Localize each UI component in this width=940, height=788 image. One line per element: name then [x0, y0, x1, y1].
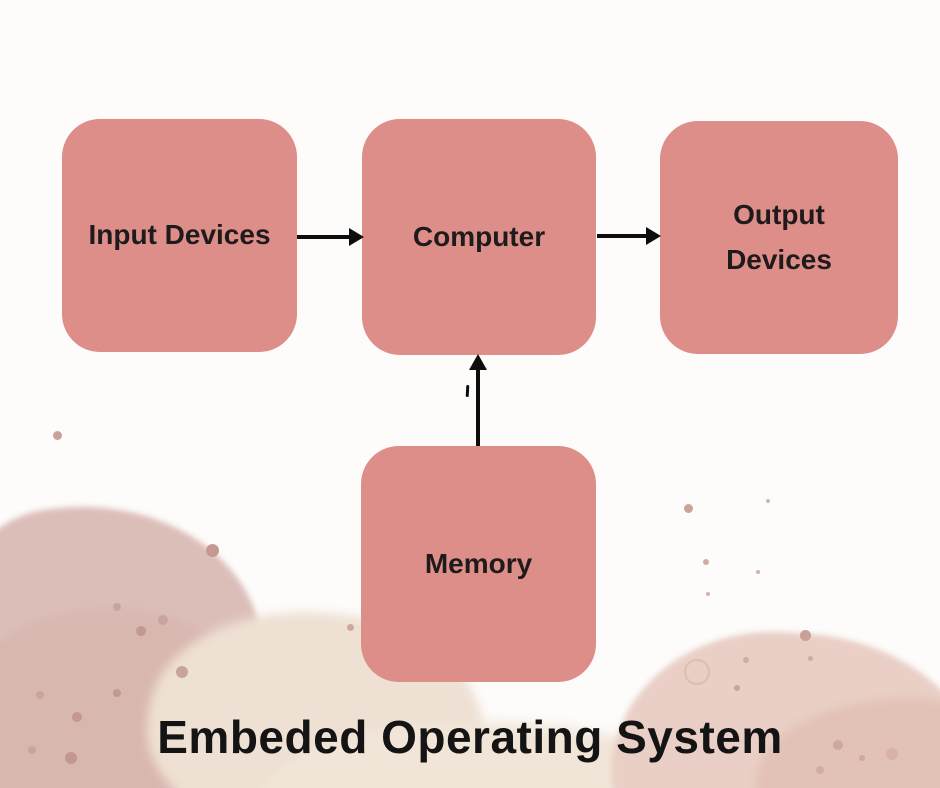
node-memory: Memory — [361, 446, 596, 682]
paint-speck — [53, 431, 62, 440]
paint-speck — [743, 657, 749, 663]
arrow-shaft — [297, 235, 349, 239]
arrowhead-right-icon — [349, 228, 364, 246]
paint-speck — [706, 592, 710, 596]
paint-speck — [136, 626, 146, 636]
paint-ring — [684, 659, 710, 685]
diagram-title: Embeded Operating System — [157, 711, 783, 763]
paint-speck — [703, 559, 709, 565]
paint-speck — [734, 685, 740, 691]
stray-tick-mark — [465, 384, 470, 398]
paint-speck — [816, 766, 824, 774]
paint-speck — [113, 603, 121, 611]
paint-speck — [347, 624, 354, 631]
paint-speck — [158, 615, 168, 625]
node-input-devices: Input Devices — [62, 119, 297, 352]
node-output-devices: Output Devices — [660, 121, 898, 354]
paint-speck — [113, 689, 121, 697]
node-label: Output Devices — [726, 198, 832, 275]
paint-speck — [684, 504, 693, 513]
paint-speck — [766, 499, 770, 503]
arrowhead-up-icon — [469, 354, 487, 370]
arrow-shaft — [476, 369, 480, 446]
paint-speck — [206, 544, 219, 557]
paint-speck — [176, 666, 188, 678]
node-label: Memory — [424, 547, 533, 579]
arrowhead-right-icon — [646, 227, 661, 245]
paint-speck — [756, 570, 760, 574]
node-computer: Computer — [362, 119, 596, 355]
paint-speck — [808, 656, 813, 661]
paint-speck — [800, 630, 811, 641]
arrow-shaft — [597, 234, 646, 238]
node-label: Input Devices — [88, 219, 271, 251]
node-label: Computer — [412, 220, 546, 252]
paint-speck — [36, 691, 44, 699]
